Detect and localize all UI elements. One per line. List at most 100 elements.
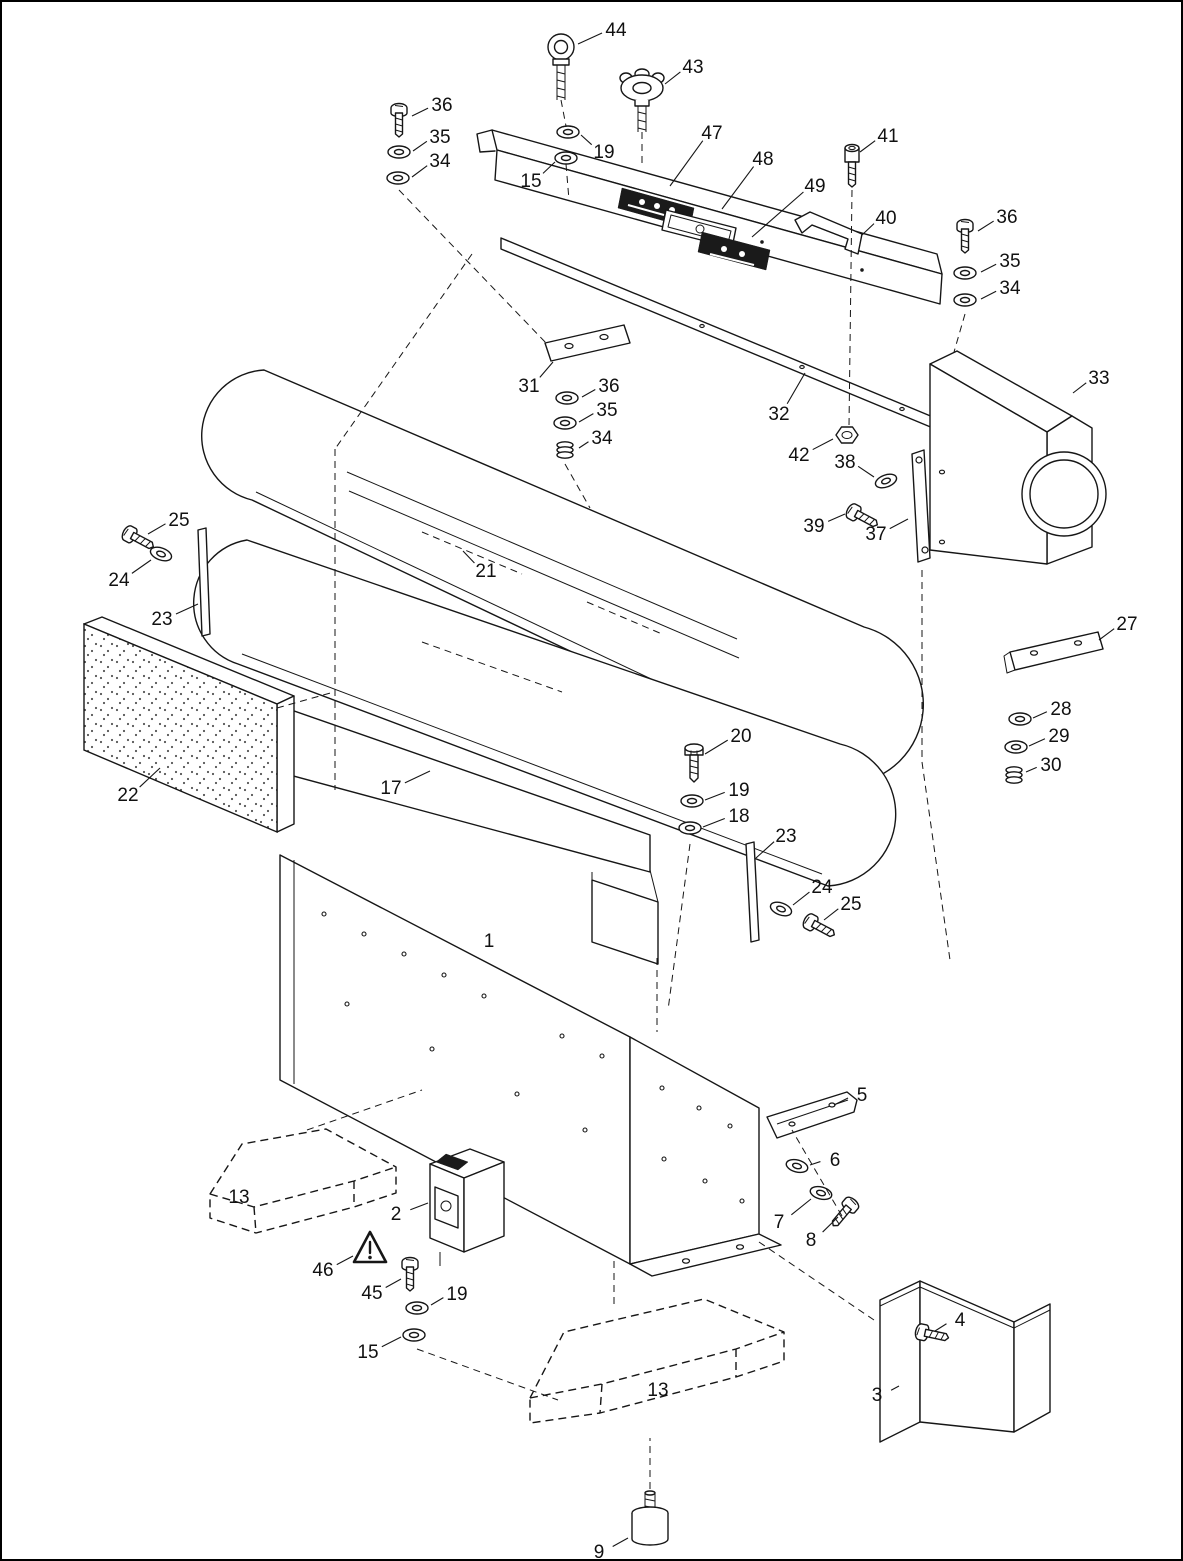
- callout-45: 45: [361, 1283, 382, 1304]
- callout-36: 36: [996, 207, 1017, 228]
- bolt-45-icon: [401, 1256, 419, 1292]
- leader-19: [704, 791, 725, 801]
- washer-34-icon: [953, 293, 977, 307]
- spring-washer-35-icon: [387, 145, 411, 159]
- callout-5: 5: [857, 1085, 868, 1106]
- leader-19: [430, 1297, 444, 1306]
- construction-lines: [276, 99, 966, 1489]
- washer-28-icon: [1008, 712, 1032, 726]
- leader-45: [385, 1278, 402, 1288]
- leader-31: [539, 361, 554, 378]
- eyebolt: [547, 33, 575, 100]
- leader-33: [1072, 382, 1087, 394]
- spring-screw-30-icon: [1005, 766, 1023, 784]
- callout-15: 15: [520, 171, 541, 192]
- washer-34-icon: [386, 171, 410, 185]
- leader-9: [612, 1537, 629, 1547]
- washer-24-icon: [767, 898, 795, 920]
- callout-18: 18: [728, 806, 749, 827]
- callout-27: 27: [1116, 614, 1137, 635]
- leader-28: [1032, 711, 1048, 719]
- star-knob: [619, 68, 665, 132]
- callout-3: 3: [872, 1385, 883, 1406]
- callout-9: 9: [594, 1542, 605, 1561]
- leader-6: [809, 1161, 821, 1166]
- leader-21: [462, 550, 475, 564]
- callout-2: 2: [391, 1204, 402, 1225]
- washer-36-icon: [555, 391, 579, 405]
- washer-15-icon: [402, 1328, 426, 1342]
- callout-38: 38: [834, 452, 855, 473]
- screw-8-icon: [826, 1194, 862, 1232]
- screw-36-icon: [956, 218, 974, 254]
- bracket-31: [544, 324, 631, 362]
- callout-43: 43: [682, 57, 703, 78]
- bracket-27: [1003, 631, 1104, 674]
- washer-18-icon: [678, 821, 702, 835]
- leader-23: [175, 603, 199, 615]
- callout-39: 39: [803, 516, 824, 537]
- callout-8: 8: [806, 1230, 817, 1251]
- leader-35: [412, 140, 428, 152]
- callout-35: 35: [429, 127, 450, 148]
- callout-13: 13: [228, 1187, 249, 1208]
- callout-1: 1: [484, 931, 495, 952]
- leader-2: [410, 1202, 429, 1211]
- callout-19: 19: [446, 1284, 467, 1305]
- callout-4: 4: [955, 1310, 966, 1331]
- spring-34-icon: [556, 441, 574, 459]
- leader-43: [664, 71, 681, 85]
- leader-17: [404, 770, 431, 784]
- washer-7-icon: [808, 1183, 834, 1203]
- leader-36: [977, 220, 994, 232]
- washer-19-icon: [405, 1301, 429, 1315]
- callout-35: 35: [596, 400, 617, 421]
- callout-22: 22: [117, 785, 138, 806]
- leader-34: [411, 165, 428, 178]
- leader-46: [336, 1255, 354, 1266]
- leader-18: [702, 817, 725, 828]
- washer-6-icon: [784, 1156, 810, 1176]
- warning-label-49: [697, 231, 771, 271]
- guard-box: [879, 1280, 1051, 1443]
- leader-30: [1025, 766, 1037, 773]
- foot-left: [209, 1128, 397, 1234]
- callout-6: 6: [830, 1150, 841, 1171]
- callout-46: 46: [312, 1260, 333, 1281]
- callout-47: 47: [701, 123, 722, 144]
- leader-37: [889, 518, 909, 530]
- callout-35: 35: [999, 251, 1020, 272]
- leader-35: [980, 263, 997, 273]
- callout-34: 34: [591, 428, 613, 449]
- leader-27: [1098, 628, 1115, 641]
- leader-39: [827, 513, 846, 522]
- callout-19: 19: [593, 142, 614, 163]
- spring-washer-35-icon: [953, 266, 977, 280]
- side-plate-37: [911, 449, 931, 563]
- leader-8: [822, 1216, 839, 1233]
- callout-30: 30: [1040, 755, 1061, 776]
- callout-41: 41: [877, 126, 898, 147]
- callout-25: 25: [168, 510, 189, 531]
- leader-15: [542, 161, 556, 174]
- callout-33: 33: [1088, 368, 1109, 389]
- callout-15: 15: [357, 1342, 378, 1363]
- leader-24: [131, 559, 152, 574]
- leader-24: [792, 891, 810, 906]
- leader-7: [791, 1198, 812, 1216]
- callout-25: 25: [840, 894, 861, 915]
- leader-38: [857, 465, 875, 478]
- leader-23: [755, 841, 775, 859]
- washer-35-icon: [553, 416, 577, 430]
- nut-42-icon: [835, 426, 859, 444]
- leader-36: [411, 107, 429, 117]
- strip-23-right: [745, 841, 760, 943]
- strip-23-left: [197, 527, 211, 637]
- base-cabinet: [279, 854, 782, 1277]
- callout-7: 7: [774, 1212, 785, 1233]
- leader-25: [823, 908, 839, 921]
- leader-32: [786, 372, 806, 405]
- leader-19: [580, 134, 593, 146]
